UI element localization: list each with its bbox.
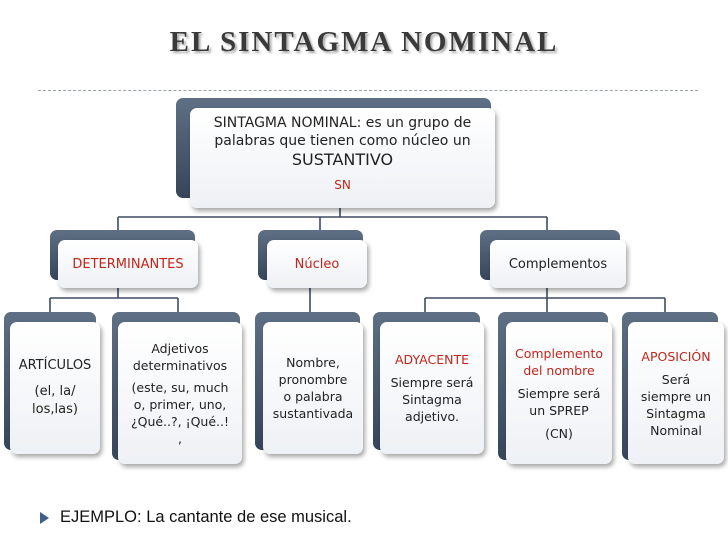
articulos-line-2: los,las)	[32, 402, 78, 417]
adyacente-line-1: Siempre será	[390, 375, 474, 390]
adyacente-box: ADYACENTE Siempre será Sintagma adjetivo…	[380, 322, 484, 454]
adjetivos-line-1: Adjetivos	[151, 340, 209, 356]
nucleo-box: Núcleo	[267, 240, 367, 288]
complemento-nombre-line-1: Siempre será	[517, 385, 601, 401]
nucleo-detail-line-3: o palabra	[283, 389, 343, 404]
aposicion-line-4: Nominal	[650, 422, 702, 438]
nucleo-label: Núcleo	[294, 256, 340, 272]
bullet-arrow-icon	[40, 512, 49, 524]
connector-determinantes	[49, 285, 179, 313]
determinantes-box: DETERMINANTES	[58, 240, 198, 288]
adjetivos-line-6: ,	[178, 430, 182, 446]
adyacente-line-3: adjetivo.	[405, 409, 459, 424]
root-box: SINTAGMA NOMINAL: es un grupo de palabra…	[190, 108, 495, 208]
root-line-2: palabras que tienen como núcleo un	[214, 133, 471, 149]
adjetivos-box: Adjetivos determinativos (este, su, much…	[118, 322, 242, 464]
root-line-3: SUSTANTIVO	[291, 150, 394, 169]
aposicion-line-3: Sintagma	[646, 405, 706, 421]
adjetivos-line-3: (este, su, much	[131, 379, 229, 395]
aposicion-line-2: siempre un	[640, 388, 712, 404]
complemento-nombre-line-2: un SPREP	[529, 402, 589, 418]
nucleo-detail-line-2: pronombre	[278, 372, 348, 387]
connector-root-level1	[117, 205, 548, 232]
title-divider	[38, 90, 698, 91]
complementos-label: Complementos	[508, 256, 608, 272]
nucleo-detail-line-1: Nombre,	[286, 355, 340, 370]
root-abbr: SN	[334, 178, 351, 192]
adyacente-line-2: Sintagma	[402, 392, 462, 407]
example-text: EJEMPLO: La cantante de ese musical.	[60, 508, 352, 526]
complemento-nombre-title-2: del nombre	[523, 362, 595, 378]
connector-complementos	[424, 285, 666, 313]
adyacente-title: ADYACENTE	[395, 352, 469, 367]
root-line-1: SINTAGMA NOMINAL: es un grupo de	[213, 115, 472, 131]
complemento-nombre-title-1: Complemento	[515, 345, 603, 361]
adjetivos-line-5: ¿Qué..?, ¡Qué..!	[130, 413, 230, 429]
page-title: EL SINTAGMA NOMINAL	[169, 26, 559, 58]
articulos-line-1: (el, la/	[34, 384, 76, 399]
aposicion-line-1: Será	[661, 371, 691, 387]
articulos-title: ARTÍCULOS	[18, 358, 92, 373]
nucleo-detail-box: Nombre, pronombre o palabra sustantivada	[263, 322, 363, 454]
nucleo-detail-line-4: sustantivada	[272, 406, 354, 421]
complemento-nombre-line-3: (CN)	[545, 425, 573, 441]
complementos-box: Complementos	[490, 240, 626, 288]
aposicion-title: APOSICIÓN	[641, 348, 711, 364]
adjetivos-line-4: o, primer, uno,	[133, 396, 227, 412]
adjetivos-line-2: determinativos	[132, 357, 228, 373]
determinantes-label: DETERMINANTES	[72, 256, 184, 272]
complemento-nombre-box: Complemento del nombre Siempre será un S…	[506, 322, 612, 464]
articulos-box: ARTÍCULOS (el, la/ los,las)	[10, 322, 100, 454]
aposicion-box: APOSICIÓN Será siempre un Sintagma Nomin…	[628, 322, 724, 464]
